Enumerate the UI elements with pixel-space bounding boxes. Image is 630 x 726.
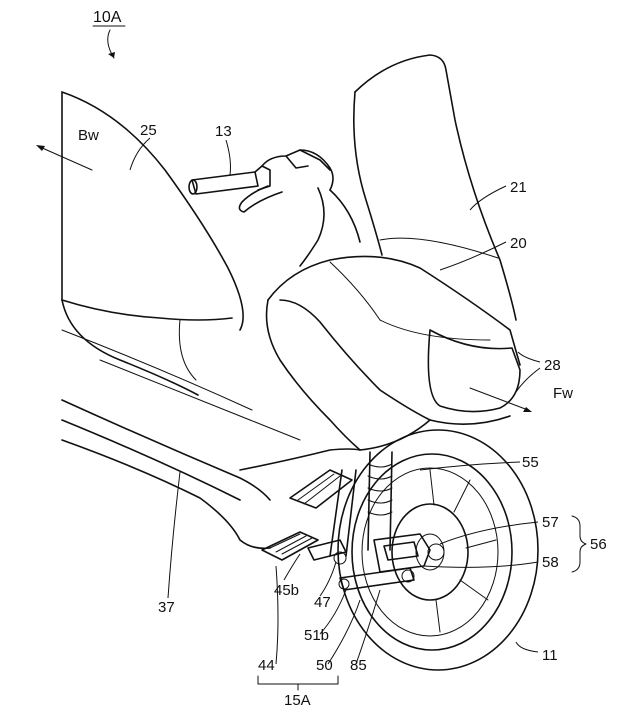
label-58: 58: [542, 554, 559, 571]
front-fairing: [359, 329, 521, 451]
backward-arrow: [39, 146, 93, 171]
label-44: 44: [258, 657, 275, 674]
figure-title: 10A: [93, 9, 122, 26]
label-85: 85: [350, 657, 367, 674]
link-mechanism: [307, 539, 415, 591]
title-arrowhead: [108, 52, 115, 58]
label-37: 37: [158, 599, 175, 616]
front-wheel: [337, 429, 539, 671]
handlebar: [188, 149, 334, 213]
front-cover: [265, 187, 521, 451]
seat-body: [61, 91, 244, 396]
forward-arrowhead: [523, 407, 532, 412]
forward-arrow: [469, 387, 529, 411]
label-51b: 51b: [304, 627, 329, 644]
label-25: 25: [140, 122, 157, 139]
label-28: 28: [544, 357, 561, 374]
label-55: 55: [522, 454, 539, 471]
floor-side-cover: [61, 329, 361, 550]
label-47: 47: [314, 594, 331, 611]
label-11: 11: [542, 647, 558, 664]
label-13: 13: [215, 123, 232, 140]
brake-disc: [391, 503, 469, 601]
bracket-15a: [257, 675, 339, 685]
leader-lines: [129, 137, 541, 665]
label-45b: 45b: [274, 582, 299, 599]
label-50: 50: [316, 657, 333, 674]
label-bw: Bw: [78, 127, 99, 144]
footrest: [261, 469, 353, 561]
label-15a: 15A: [284, 692, 311, 709]
label-fw: Fw: [553, 385, 573, 402]
label-56: 56: [590, 536, 607, 553]
label-21: 21: [510, 179, 527, 196]
backward-arrowhead: [36, 145, 45, 151]
label-57: 57: [542, 514, 559, 531]
label-20: 20: [510, 235, 527, 252]
brace-56: [571, 515, 587, 573]
windscreen: [353, 54, 517, 321]
brake-caliper: [373, 533, 445, 583]
